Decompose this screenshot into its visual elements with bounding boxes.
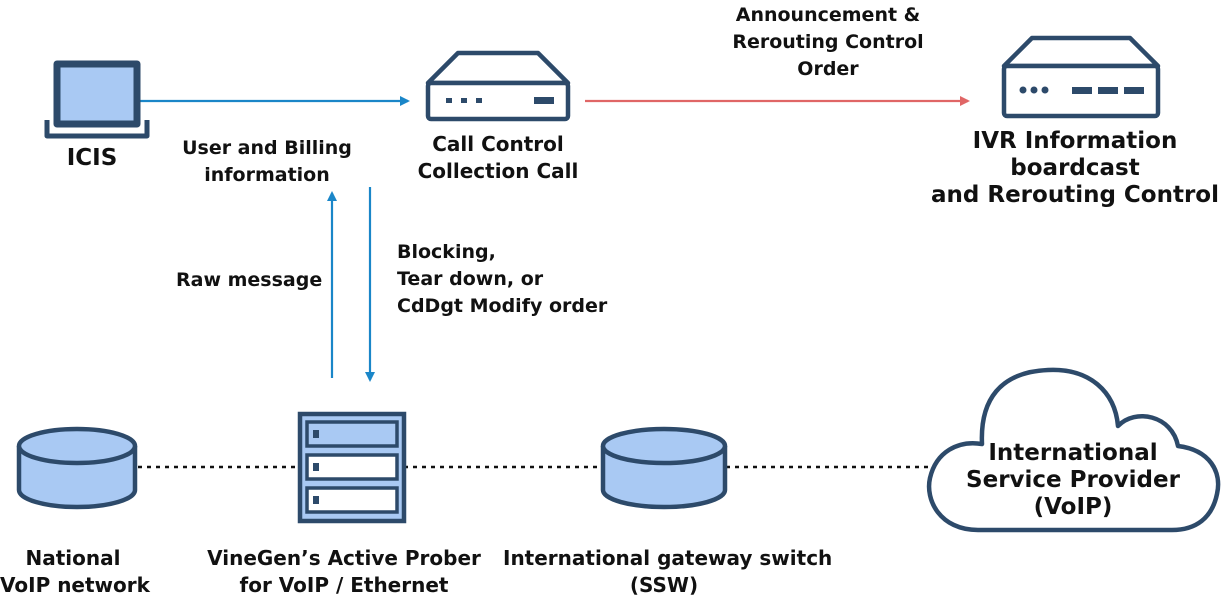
call-control-device-icon [425,50,571,122]
announcement-label-line: Order [797,58,859,80]
ivr-label-line: boardcast [1010,155,1140,181]
blocking-label-line: CdDgt Modify order [397,295,608,317]
ivr-label-line: IVR Information [972,128,1178,154]
ivr-label: IVR Information boardcast and Rerouting … [930,128,1220,209]
prober-label-line: for VoIP / Ethernet [239,573,449,597]
national-network-label-line: National [25,546,121,570]
announcement-label: Announcement & Rerouting Control Order [718,2,938,83]
national-network-disk-icon [16,426,138,510]
laptop-icon [44,60,150,139]
ivr-device-icon [1001,35,1161,119]
isp-label-line: International [988,440,1158,466]
call-control-label-line: Call Control [432,132,564,156]
cloud-icon [926,367,1221,533]
prober-label-line: VineGen’s Active Prober [207,546,481,570]
call-control-label: Call Control Collection Call [403,131,593,185]
user-billing-label-line: User and Billing [182,137,352,159]
icis-label: ICIS [66,145,118,171]
gateway-switch-label: International gateway switch (SSW) [503,545,833,599]
isp-label-line: (VoIP) [1033,494,1113,520]
prober-server-icon [297,411,407,524]
user-billing-label: User and Billing information [172,135,362,189]
national-network-label: National VoIP network [0,545,150,599]
announcement-label-line: Rerouting Control [732,31,924,53]
announcement-label-line: Announcement & [735,4,921,26]
national-network-label-line: VoIP network [0,573,150,597]
gateway-switch-label-line: (SSW) [629,573,699,597]
blocking-label-line: Blocking, [397,241,496,263]
isp-label-line: Service Provider [966,467,1180,493]
raw-message-label: Raw message [176,269,323,291]
blocking-label-line: Tear down, or [397,268,544,290]
call-control-label-line: Collection Call [417,159,579,183]
ivr-label-line: and Rerouting Control [931,182,1219,208]
isp-label: International Service Provider (VoIP) [963,440,1183,521]
user-billing-label-line: information [204,164,330,186]
blocking-label: Blocking, Tear down, or CdDgt Modify ord… [397,239,607,320]
prober-label: VineGen’s Active Prober for VoIP / Ether… [204,545,484,599]
gateway-switch-disk-icon [600,426,728,510]
gateway-switch-label-line: International gateway switch [503,546,833,570]
